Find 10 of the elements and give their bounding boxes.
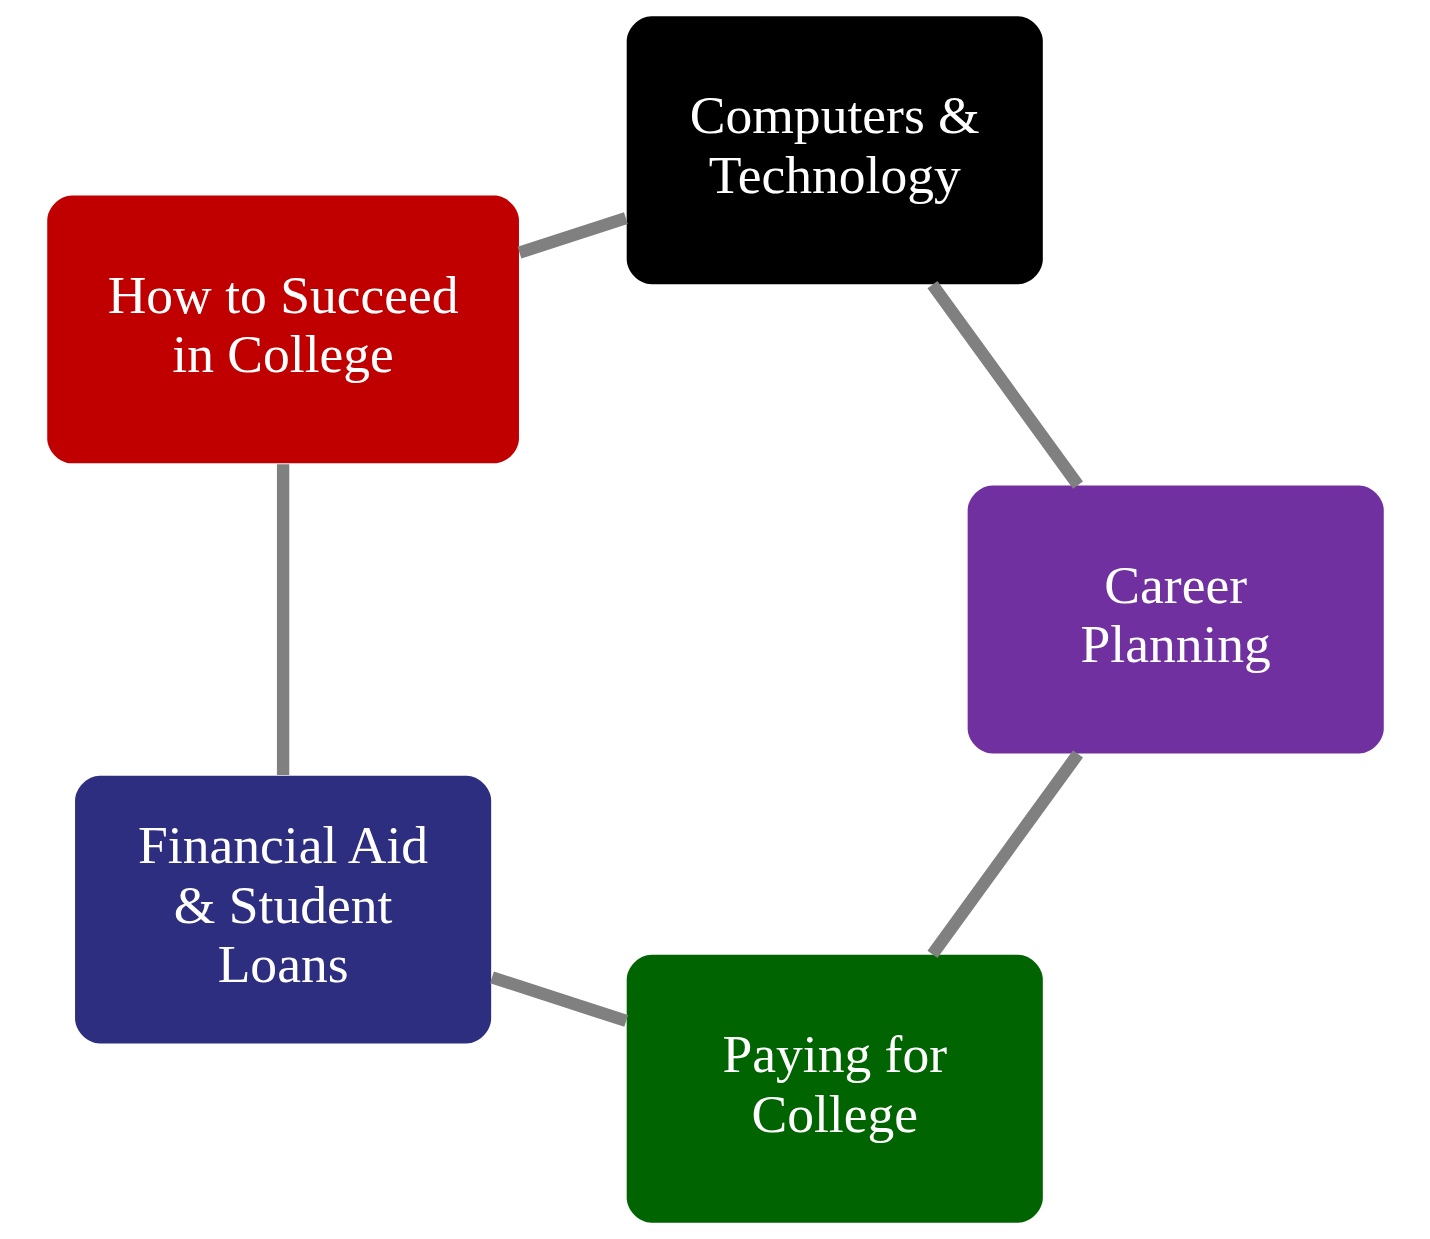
node-box: Career Planning (967, 485, 1384, 754)
connector (517, 212, 628, 259)
node-box: Financial Aid & Student Loans (74, 775, 491, 1044)
node-box: How to Succeed in College (46, 195, 519, 464)
node-box: Computers & Technology (626, 16, 1043, 285)
node-box: Paying for College (626, 954, 1043, 1223)
connector (927, 750, 1083, 958)
connector (926, 281, 1083, 489)
connector (276, 464, 289, 775)
connector (489, 971, 628, 1027)
